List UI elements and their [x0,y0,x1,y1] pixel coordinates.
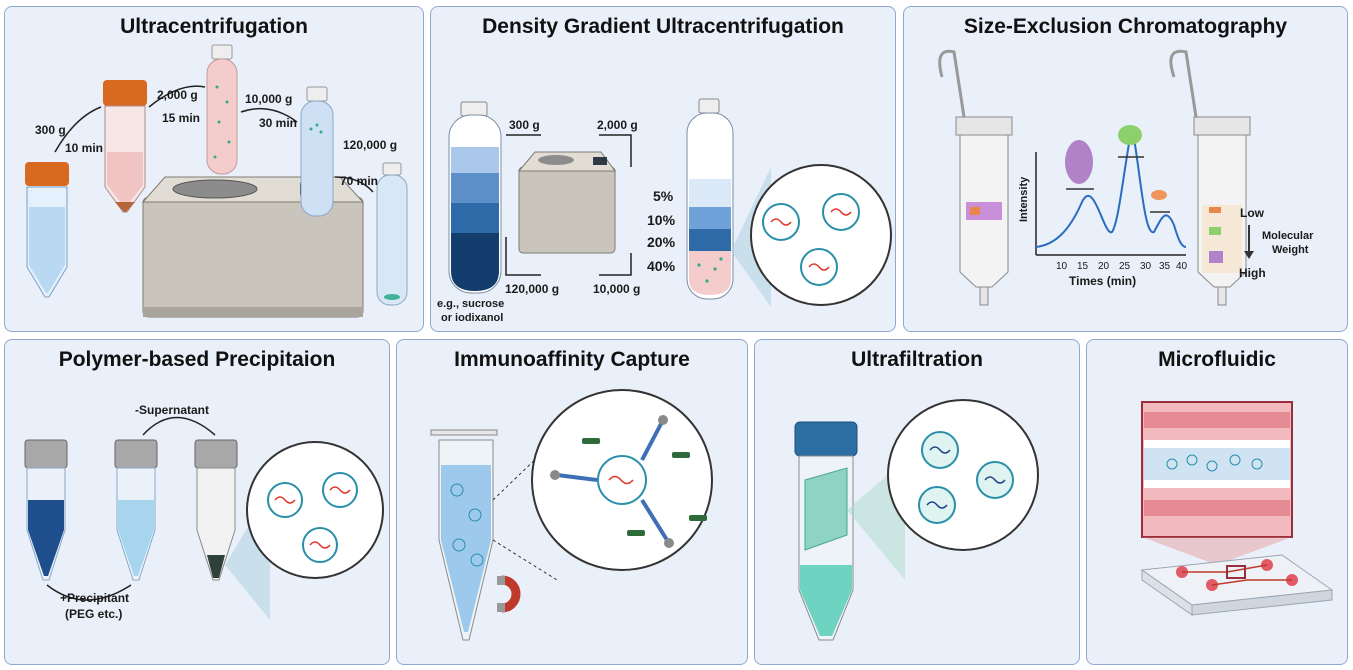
centrifuge-tube-icon [300,86,334,217]
chart-ylabel: Intensity [1018,176,1030,222]
panel-title: Polymer-based Precipitaion [58,348,336,371]
panel-density-gradient: Density Gradient Ultracentrifugation 300… [430,6,896,332]
panel-polymer: Polymer-based Precipitaion -Supernatant … [4,339,390,665]
magnet-icon [497,575,521,613]
step-time: 70 min [340,174,378,188]
x-tick: 25 [1119,261,1131,272]
x-tick: 20 [1098,261,1110,272]
panel-microfluidic: Microfluidic [1086,339,1348,665]
step-time: 30 min [259,116,297,130]
panel-sec: Size-Exclusion Chromatography Intensity … [903,6,1348,332]
extracellular-vesicle-zoom [750,164,892,306]
mw-label: Weight [1272,244,1309,256]
protein-icon [1065,125,1167,200]
centrifuge-tube-icon [376,162,408,306]
step-speed: 10,000 g [245,92,292,106]
extracellular-vesicle-zoom [246,441,384,579]
mw-low: Low [1240,206,1265,220]
step-speed: 2,000 g [157,88,198,102]
microtube-icon [430,429,498,641]
step-time: 10 min [65,141,103,155]
conical-tube-icon [25,162,69,298]
gradient-5: 5% [653,188,674,204]
mw-label: Molecular [1262,230,1314,242]
x-tick: 35 [1159,261,1171,272]
panel-ultracentrifugation: Ultracentrifugation [4,6,424,332]
step-speed: 300 g [35,123,66,137]
panel-title: Immunoaffinity Capture [454,348,690,371]
precipitant-label: +Precipitant [60,591,129,605]
panel-immuno: Immunoaffinity Capture [396,339,748,665]
panel-title: Ultracentrifugation [120,15,308,38]
filter-tube-icon [794,421,858,641]
ultracentrifugation-illustration: 300 g 10 min 2,000 g 15 min 10,000 g 30 … [25,44,408,318]
speed-label: 300 g [509,118,540,132]
extracellular-vesicle-zoom [887,399,1039,551]
layered-tube-icon [686,98,734,300]
gradient-40: 40% [647,258,676,274]
immuno-illustration [430,389,713,641]
speed-label: 120,000 g [505,282,559,296]
cycle-arrows [505,134,632,276]
speed-label: 10,000 g [593,282,640,296]
centrifuge-icon [517,151,616,254]
x-tick: 10 [1056,261,1068,272]
speed-label: 2,000 g [597,118,638,132]
polymer-illustration: -Supernatant +Precipitant (PEG etc.) [24,403,384,621]
gradient-tube-icon [448,101,502,294]
microfluidic-illustration [1140,401,1334,616]
conical-tube-icon [194,439,238,581]
precipitant-label: (PEG etc.) [65,607,122,621]
panel-title: Ultrafiltration [851,348,983,371]
gradient-note: or iodixanol [441,312,503,324]
x-tick: 40 [1176,261,1188,272]
panel-ultrafiltration: Ultrafiltration [754,339,1080,665]
density-gradient-illustration: 300 g 2,000 g 10,000 g 120,000 g e.g., s… [437,98,892,324]
gradient-10: 10% [647,212,676,228]
sec-column-icon [938,49,1013,306]
panel-title: Density Gradient Ultracentrifugation [482,15,844,38]
sec-illustration: Intensity 10 15 20 25 30 35 40 Times (mi… [938,49,1314,306]
step-time: 15 min [162,111,200,125]
x-tick: 15 [1077,261,1089,272]
gradient-20: 20% [647,234,676,250]
panel-title: Size-Exclusion Chromatography [963,15,1288,38]
channel-zoom [1141,401,1293,538]
sec-column-icon [1169,49,1251,306]
supernatant-label: -Supernatant [135,403,209,417]
x-tick: 30 [1140,261,1152,272]
step-speed: 120,000 g [343,138,397,152]
chromatogram-chart: Intensity 10 15 20 25 30 35 40 Times (mi… [1018,125,1188,288]
conical-tube-icon [103,80,147,213]
panel-title: Microfluidic [1158,348,1276,371]
conical-tube-icon [114,439,158,581]
mw-high: High [1239,266,1266,280]
chart-xlabel: Times (min) [1069,274,1136,288]
microfluidic-chip-icon [1140,554,1334,616]
gradient-note: e.g., sucrose [437,298,504,310]
centrifuge-tube-icon [206,44,238,175]
ultrafiltration-illustration [794,399,1039,641]
antibody-capture-zoom [531,389,713,571]
flow-arrows [54,85,374,193]
conical-tube-icon [24,439,68,581]
